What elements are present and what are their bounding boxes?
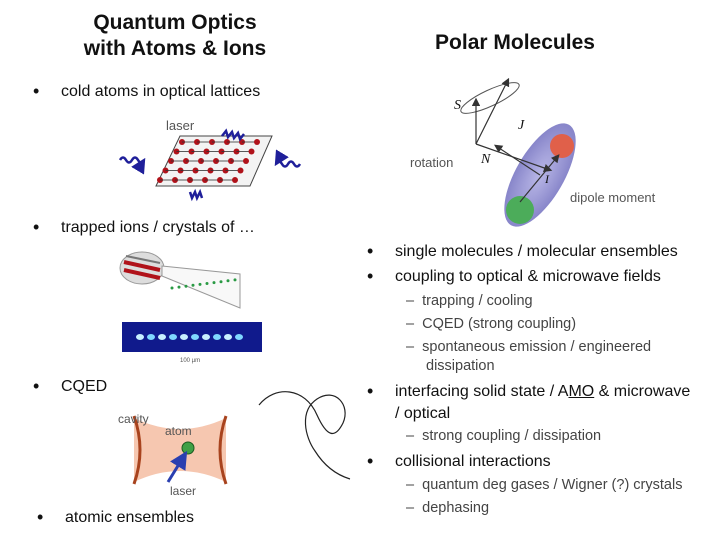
cavity-label: cavity (118, 412, 149, 426)
ion-dot (191, 283, 195, 287)
ion-dot (233, 278, 237, 282)
ion-dot (205, 282, 209, 285)
left-title-line2: with Atoms & Ions (83, 37, 267, 60)
bullet-interfacing: interfacing solid state / AMO & microwav… (395, 383, 691, 400)
bullet-dot: • (33, 217, 40, 237)
bullet-collisional: collisional interactions (395, 453, 551, 470)
bullet-interfacing-line2: / optical (395, 405, 451, 422)
ion-fluorescence-spot (136, 334, 144, 340)
N-vector-icon (493, 144, 541, 176)
ion-fluorescence-spot (169, 334, 177, 340)
left-title: Quantum Optics with Atoms & Ions (55, 10, 295, 62)
sub-item: – CQED (strong coupling) (406, 316, 577, 332)
ion-trap-figure (119, 251, 262, 352)
bullet-trapped-ions: trapped ions / crystals of … (61, 219, 255, 236)
J-vector-icon (475, 77, 510, 145)
bullet-cold-atoms: cold atoms in optical lattices (61, 83, 261, 100)
atom-red-icon (550, 134, 574, 158)
bullet-coupling-fields: coupling to optical & microwave fields (395, 268, 661, 285)
ion-fluorescence-spot (235, 334, 243, 340)
sub-item: – quantum deg gases / Wigner (?) crystal… (406, 477, 683, 493)
bullet-dot: • (367, 381, 374, 401)
lattice-site (237, 167, 244, 174)
lattice-grid (157, 139, 260, 183)
ion-fluorescence-spot (202, 334, 210, 340)
ion-fluorescence-spot (147, 334, 155, 340)
lattice-site (232, 177, 238, 183)
atom-green-icon (506, 196, 534, 224)
sub-item: – strong coupling / dissipation (406, 428, 602, 444)
bullet-dot: • (367, 266, 374, 286)
bullet-single-molecules: single molecules / molecular ensembles (395, 243, 678, 260)
polar-molecule-figure (460, 77, 576, 227)
lattice-laser-label: laser (166, 118, 195, 133)
ion-fluorescence-spot (213, 334, 221, 340)
dipole-moment-label: dipole moment (570, 190, 656, 205)
ion-dot (198, 282, 202, 286)
laser-wave-icon (221, 128, 245, 142)
ion-fluorescence-spot (191, 334, 199, 340)
laser-arrow-icon (166, 450, 188, 483)
lattice-site (243, 158, 249, 164)
ion-fluorescence-spot (158, 334, 166, 340)
ion-dot (177, 285, 181, 289)
ion-fluorescence-spot (224, 334, 232, 340)
bullet-dot: • (37, 507, 44, 527)
cqed-laser-label: laser (170, 484, 197, 498)
bullet-dot: • (367, 451, 374, 471)
right-title: Polar Molecules (435, 31, 595, 54)
laser-wave-icon (274, 149, 302, 168)
ion-chain (170, 278, 237, 290)
ion-fluorescence-spot (180, 334, 188, 340)
ion-dot (212, 281, 216, 285)
laser-wave-icon (188, 188, 204, 202)
cqed-figure (132, 415, 228, 485)
ion-dot (226, 279, 230, 283)
sub-item-continuation: dissipation (426, 358, 495, 374)
bullet-atomic-ensembles: atomic ensembles (65, 509, 194, 526)
sub-item: – dephasing (406, 500, 490, 516)
dipole-vector-icon (519, 154, 560, 203)
bullet-dot: • (33, 376, 40, 396)
fiber-loop (258, 391, 351, 480)
ion-dot (184, 284, 188, 288)
cavity-mode (134, 418, 226, 482)
laser-wave-icon (118, 156, 146, 175)
rotation-label: rotation (410, 155, 454, 170)
bullet-dot: • (367, 241, 374, 261)
spin-S-label: S (454, 98, 461, 113)
atom-icon (181, 441, 195, 455)
bullet-dot: • (33, 81, 40, 101)
spin-J-label: J (518, 118, 525, 133)
left-title-line1: Quantum Optics (93, 11, 257, 34)
bullet-cqed: CQED (61, 378, 108, 395)
atom-label: atom (165, 424, 192, 438)
spin-I-label: I (545, 172, 549, 186)
ion-scale-label: 100 µm (180, 358, 201, 364)
cavity-mirror-right (218, 415, 228, 485)
sub-item: – trapping / cooling (406, 293, 533, 309)
ion-crystal-fluorescence (136, 334, 243, 340)
sub-item: – spontaneous emission / engineered (406, 339, 652, 355)
optical-lattice-figure (118, 128, 302, 202)
cavity-mirror-left (132, 415, 142, 485)
lattice-site (254, 139, 260, 145)
precession-orbit (460, 82, 520, 114)
fiber-loop-figure (258, 391, 351, 480)
spin-N-label: N (481, 152, 491, 167)
lattice-site (248, 148, 255, 155)
ion-dot (170, 286, 174, 290)
ion-dot (219, 280, 223, 284)
